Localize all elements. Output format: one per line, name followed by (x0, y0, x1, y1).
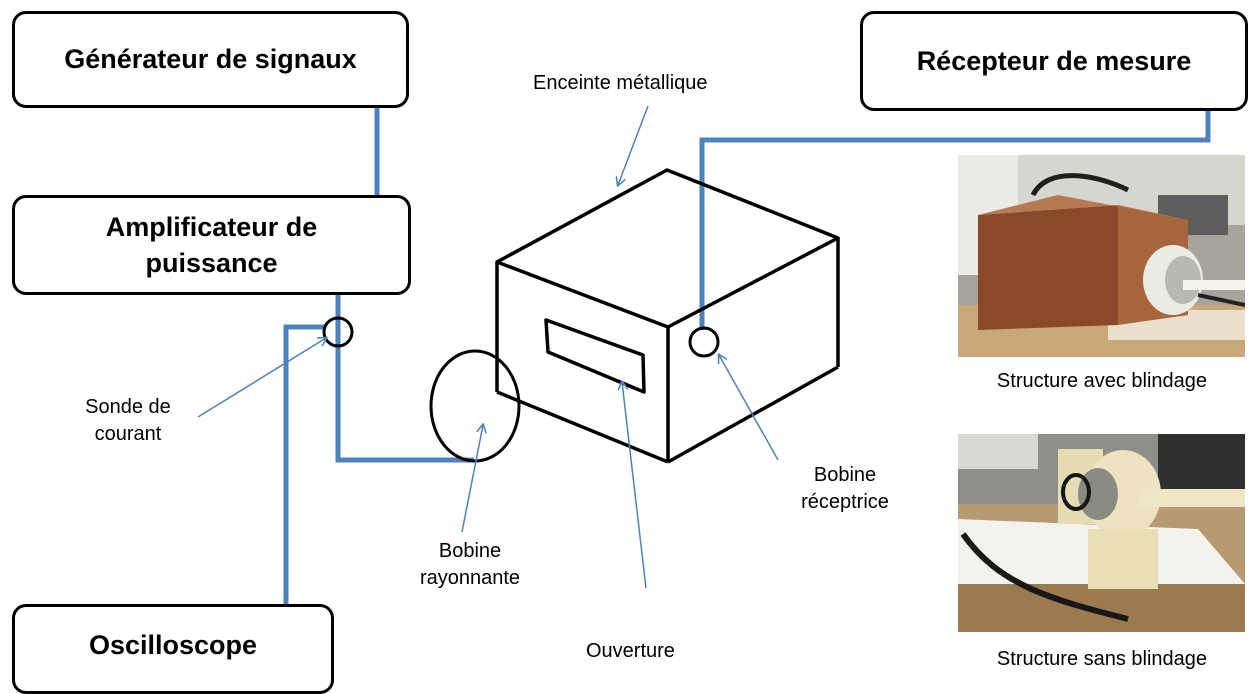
setup-diagram (197, 83, 1211, 610)
receiving-coil (688, 326, 720, 358)
signal-generator-label: Générateur de signaux (64, 44, 357, 75)
enclosure-front-bottom-edge (496, 390, 669, 464)
current-probe-label-line2: courant (94, 423, 162, 445)
radiating-coil-label: Bobine rayonnante (400, 538, 540, 592)
receiving-coil-label-line2: réceptrice (801, 491, 889, 513)
power-amplifier-box: Amplificateur de puissance (12, 195, 411, 295)
measurement-receiver-label: Récepteur de mesure (916, 45, 1192, 76)
radiating-coil-label-line1: Bobine (438, 540, 502, 562)
cable-amplifier-coil (335, 280, 474, 463)
caption-with-shield: Structure avec blindage (996, 370, 1208, 392)
pointer-aperture (622, 382, 647, 589)
metal-enclosure (495, 168, 840, 464)
power-amplifier-label-line2: puissance (145, 248, 278, 278)
signal-generator-box: Générateur de signaux (12, 11, 409, 108)
pointer-current-probe (197, 338, 326, 418)
enclosure-label: Enceinte métallique (533, 72, 708, 94)
aperture-label: Ouverture (586, 640, 675, 662)
pointer-enclosure (618, 105, 649, 185)
power-amplifier-label-line1: Amplificateur de (105, 211, 318, 242)
pointer-receiving-coil (719, 355, 779, 461)
cable-probe-oscilloscope (283, 324, 326, 610)
measurement-receiver-box: Récepteur de mesure (860, 11, 1248, 111)
oscilloscope-box: Oscilloscope (12, 604, 334, 694)
caption-without-shield: Structure sans blindage (996, 648, 1208, 670)
photo-unshielded-structure (958, 434, 1245, 632)
aperture-slot (544, 318, 646, 394)
radiating-coil-label-line2: rayonnante (419, 567, 521, 589)
pointer-radiating-coil (461, 425, 483, 533)
current-probe-label: Sonde de courant (66, 394, 190, 448)
oscilloscope-label: Oscilloscope (88, 630, 258, 660)
enclosure-top-face (495, 168, 840, 329)
receiving-coil-label-line1: Bobine (813, 464, 877, 486)
radiating-coil (429, 349, 521, 463)
receiving-coil-label: Bobine réceptrice (785, 462, 905, 516)
cable-receiver-coil (699, 92, 1211, 330)
current-probe-ring (322, 316, 354, 348)
current-probe-label-line1: Sonde de (85, 396, 171, 418)
photo-shielded-structure (958, 155, 1245, 357)
